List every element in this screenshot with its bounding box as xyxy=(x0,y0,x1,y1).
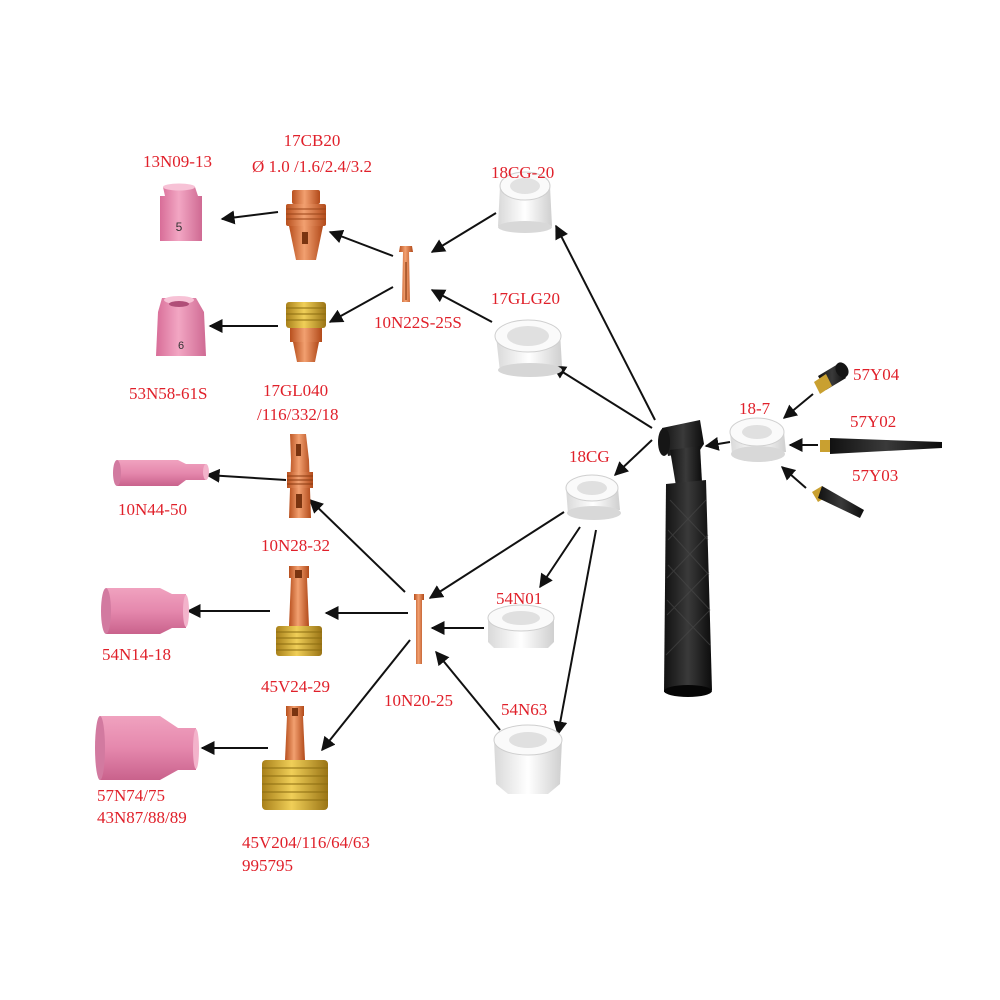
label-17CB20: 17CB20 xyxy=(283,131,341,150)
label-17GL040-variants: /116/332/18 xyxy=(257,405,339,424)
cup-number-5: 5 xyxy=(176,220,183,234)
nozzle-54N14-18 xyxy=(101,588,189,634)
gas-lens-body-45V24-29 xyxy=(276,566,322,656)
insulator-18CG-20 xyxy=(498,171,552,233)
label-10N44-50: 10N44-50 xyxy=(118,500,187,519)
back-cap-57Y03 xyxy=(812,486,864,518)
label-45V24-29: 45V24-29 xyxy=(261,677,330,696)
label-17CB20-sizes: Ø 1.0 /1.6/2.4/3.2 xyxy=(252,157,372,176)
gas-lens-body-45V204 xyxy=(262,706,328,810)
arrow-18CG20-to-10N22S xyxy=(430,212,497,253)
label-10N20-25: 10N20-25 xyxy=(384,691,453,710)
arrow-torch-to-17GLG20 xyxy=(551,365,653,429)
cup-number-6: 6 xyxy=(178,340,184,352)
nozzle-57N74-75 xyxy=(95,716,199,780)
label-10N28-32: 10N28-32 xyxy=(261,536,330,555)
arrow-10N20-to-10N28 xyxy=(308,499,406,593)
gas-lens-17GL040 xyxy=(286,302,326,362)
arrow-17CB20-to-13N09 xyxy=(220,210,279,225)
label-18-7: 18-7 xyxy=(739,399,771,418)
arrow-54N63-to-10N20 xyxy=(435,650,501,731)
arrow-18-7-to-torch xyxy=(704,437,731,451)
label-18CG: 18CG xyxy=(569,447,610,466)
arrow-10N22S-to-17GL040 xyxy=(328,286,394,323)
arrow-torch-to-18CG20 xyxy=(555,224,656,421)
arrows xyxy=(186,210,818,755)
label-57N74-75: 57N74/75 xyxy=(97,786,165,805)
label-17GLG20: 17GLG20 xyxy=(491,289,560,308)
label-995795: 995795 xyxy=(242,856,293,875)
collet-body-10N28-32 xyxy=(287,434,313,518)
arrow-10N28-to-10N44 xyxy=(205,468,287,483)
insulator-18CG xyxy=(565,474,621,520)
arrow-57Y03-to-18-7 xyxy=(780,466,807,489)
back-cap-57Y04 xyxy=(814,362,849,394)
collet-10N20-25 xyxy=(414,594,424,664)
back-cap-57Y02 xyxy=(820,438,942,454)
label-57Y03: 57Y03 xyxy=(852,466,899,485)
label-57Y04: 57Y04 xyxy=(853,365,900,384)
label-45V204: 45V204/116/64/63 xyxy=(242,833,370,852)
tig-torch xyxy=(658,420,712,697)
label-54N63: 54N63 xyxy=(501,700,548,719)
nozzle-13N09-13: 5 xyxy=(160,183,202,241)
nozzle-53N58-61S: 6 xyxy=(156,296,206,356)
insulator-17GLG20 xyxy=(494,319,562,377)
arrow-torch-to-18CG xyxy=(613,439,653,476)
collet-body-17CB20 xyxy=(286,190,326,260)
insulator-54N63 xyxy=(493,724,563,794)
label-17GL040: 17GL040 xyxy=(263,381,329,400)
arrow-57Y04-to-18-7 xyxy=(782,393,814,419)
arrow-17GLG20-to-10N22S xyxy=(430,289,493,323)
collet-10N22S-25S xyxy=(399,246,413,302)
label-43N87-88-89: 43N87/88/89 xyxy=(97,808,187,827)
arrow-18CG-to-54N01 xyxy=(539,526,581,589)
label-54N14-18: 54N14-18 xyxy=(102,645,171,664)
label-13N09-13: 13N09-13 xyxy=(143,152,212,171)
insulator-18-7 xyxy=(729,417,786,462)
arrow-18CG-to-54N63 xyxy=(553,529,597,736)
insulator-54N01 xyxy=(487,604,555,648)
arrow-10N22S-to-17CB20 xyxy=(328,229,394,257)
label-53N58-61S: 53N58-61S xyxy=(129,384,208,403)
label-18CG-20: 18CG-20 xyxy=(491,163,555,182)
nozzle-10N44-50 xyxy=(113,460,209,486)
arrow-10N20-to-45V204 xyxy=(321,639,411,752)
label-10N22S-25S: 10N22S-25S xyxy=(374,313,462,332)
arrow-18CG-to-10N20 xyxy=(428,511,565,599)
label-54N01: 54N01 xyxy=(496,589,543,608)
label-57Y02: 57Y02 xyxy=(850,412,897,431)
